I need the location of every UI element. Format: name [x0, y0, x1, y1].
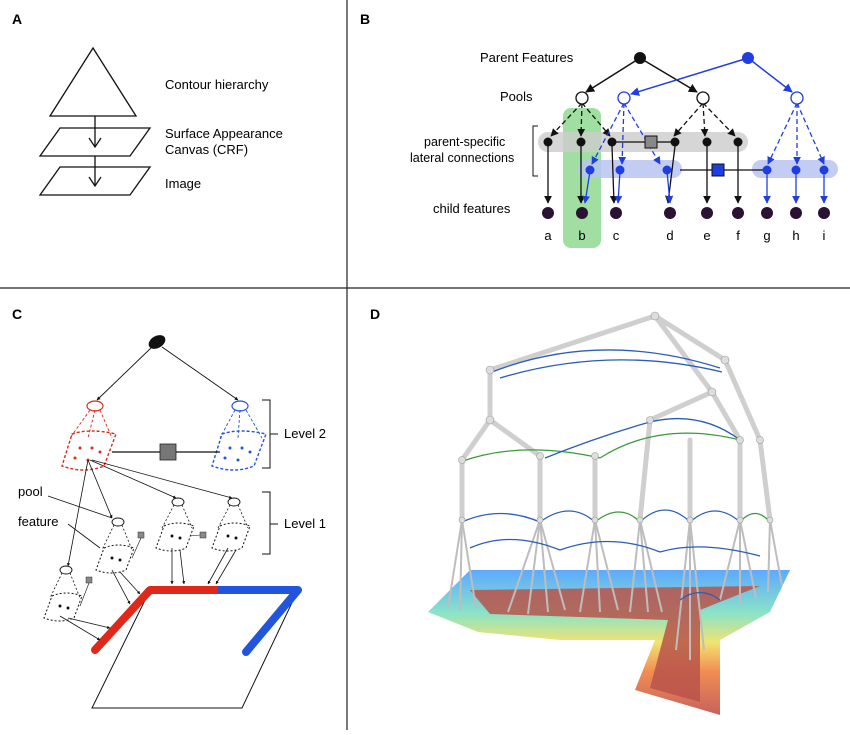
panel-a-letter: A — [12, 11, 22, 27]
lateral-bracket — [532, 125, 538, 177]
level2-red-feature — [61, 400, 117, 471]
label-pools: Pools — [500, 89, 533, 104]
label-feature: feature — [18, 514, 58, 529]
child-label: h — [792, 228, 799, 243]
level1-lateral-factor — [199, 531, 207, 539]
surface-canvas-plane — [38, 127, 152, 157]
panel-b: B Parent Features Pools parent-specific … — [360, 11, 838, 248]
child-letters: a b c d e f g h i — [544, 228, 825, 243]
child-label: i — [823, 228, 826, 243]
label-parent-specific: parent-specific — [424, 135, 505, 149]
child-label: g — [763, 228, 770, 243]
image-plane — [91, 589, 299, 709]
panel-d: D — [370, 306, 790, 715]
level1-feature — [95, 517, 135, 574]
pool-node — [696, 91, 710, 105]
child-label: c — [613, 228, 620, 243]
image-plane — [38, 166, 152, 196]
level1-lateral-factor — [137, 531, 145, 539]
child-label: d — [666, 228, 673, 243]
child-feature-nodes — [542, 207, 830, 219]
label-child-features: child features — [433, 201, 511, 216]
red-contour — [91, 586, 154, 654]
level1-feature — [211, 497, 251, 552]
pool-node — [617, 91, 631, 105]
hierarchy-skeleton — [459, 313, 773, 523]
level1-lateral-factor — [85, 576, 93, 584]
child-label: a — [544, 228, 552, 243]
heatmap-core — [470, 586, 760, 702]
panel-c: C — [12, 306, 326, 709]
label-pool: pool — [18, 484, 43, 499]
black-pool-edges — [550, 102, 736, 137]
level1-feature — [155, 497, 195, 552]
pool-node — [790, 91, 804, 105]
blue-pool-edges — [591, 102, 825, 165]
label-parent-features: Parent Features — [480, 50, 574, 65]
leaf-strands — [447, 519, 783, 660]
level2-blue-feature — [211, 400, 267, 471]
child-label: e — [703, 228, 710, 243]
label-surface-appearance: Surface Appearance — [165, 126, 283, 141]
pool-node — [575, 91, 589, 105]
label-contour-hierarchy: Contour hierarchy — [165, 77, 269, 92]
label-level-2: Level 2 — [284, 426, 326, 441]
blue-contour — [242, 586, 302, 656]
label-level-1: Level 1 — [284, 516, 326, 531]
top-parent-node — [148, 335, 166, 349]
child-label: f — [736, 228, 740, 243]
level1-feature — [43, 565, 83, 622]
panel-c-letter: C — [12, 306, 22, 322]
black-lateral-factor — [644, 135, 658, 149]
black-parent-node — [634, 52, 646, 64]
lateral-arcs — [459, 349, 771, 601]
label-lateral-connections: lateral connections — [410, 151, 514, 165]
panel-a: A Contour hierarchy Surface Appearance C… — [12, 11, 283, 196]
blue-lateral-factor — [711, 163, 725, 177]
panel-d-letter: D — [370, 306, 380, 322]
panel-b-letter: B — [360, 11, 370, 27]
child-label: b — [578, 228, 585, 243]
black-feature-nodes — [543, 137, 743, 147]
blue-parent-node — [742, 52, 754, 64]
level2-lateral-factor — [159, 443, 177, 461]
joint-nodes — [458, 311, 774, 524]
blue-feature-nodes — [585, 165, 829, 175]
label-canvas-crf: Canvas (CRF) — [165, 142, 248, 157]
contour-triangle — [48, 46, 138, 117]
label-image: Image — [165, 176, 201, 191]
